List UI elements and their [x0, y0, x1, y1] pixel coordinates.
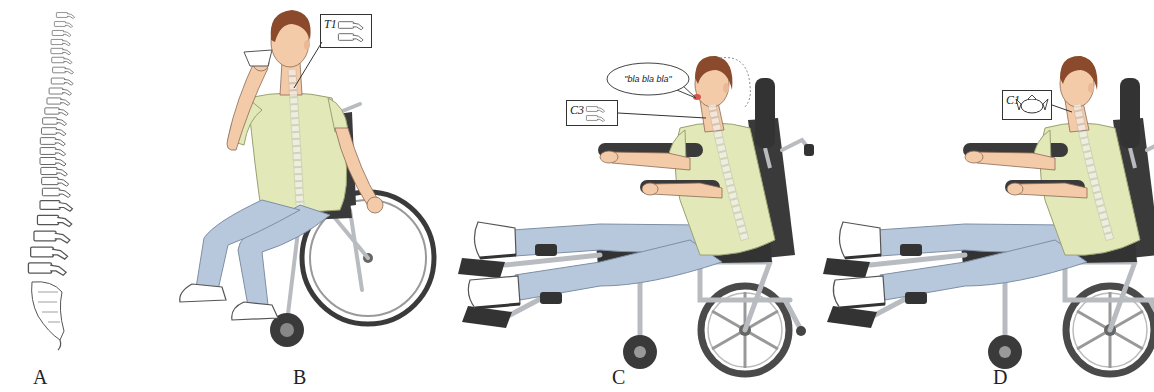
- vertebra: [40, 201, 73, 212]
- leader-line: [1052, 105, 1072, 112]
- vertebra-icon: [338, 34, 363, 42]
- callout-label: T1: [324, 17, 337, 32]
- callout-label: C1: [1006, 93, 1020, 108]
- vertebra: [42, 188, 70, 197]
- atlas-icon: [1021, 99, 1043, 113]
- vertebra: [42, 177, 69, 186]
- spine-overlay: [292, 70, 300, 205]
- wheelchair-user-c1: [823, 56, 1154, 374]
- vertebra: [51, 78, 73, 85]
- caster-hub: [280, 323, 294, 337]
- vertebra: [40, 138, 65, 146]
- sacrum-lines: [38, 292, 60, 322]
- callout-box: C3: [566, 100, 618, 126]
- vertebra: [34, 231, 70, 243]
- arm: [227, 58, 268, 150]
- sleeve: [328, 98, 348, 132]
- leader-line: [294, 42, 322, 88]
- vertebra: [54, 22, 72, 28]
- motion-outline: [720, 58, 750, 108]
- callout-box: T1: [320, 14, 372, 48]
- coccyx: [58, 340, 61, 350]
- vertebra: [43, 118, 67, 126]
- vertebra: [52, 57, 72, 64]
- vertebra: [41, 128, 65, 136]
- vertebra: [40, 158, 66, 167]
- vertebra: [53, 67, 74, 74]
- vertebra: [41, 167, 68, 176]
- hair: [271, 10, 311, 42]
- vertebra: [31, 247, 68, 259]
- leader-line: [618, 113, 706, 118]
- wheelchair-user-t1: [180, 10, 434, 347]
- vertebra-icon: [338, 22, 363, 30]
- cup: [244, 50, 272, 66]
- panel-letter: C: [612, 366, 625, 389]
- vertebra: [56, 13, 74, 19]
- vertebra: [52, 30, 71, 36]
- panel-letter: D: [993, 366, 1007, 389]
- vertebra: [49, 88, 71, 95]
- vertebra: [45, 108, 68, 116]
- vertebra-icon: [586, 107, 604, 113]
- shoe: [180, 284, 226, 302]
- panel-letter: A: [33, 366, 47, 389]
- push-handle: [340, 104, 360, 112]
- vertebra: [51, 48, 71, 54]
- ear: [304, 40, 310, 50]
- jeans-leg: [196, 200, 300, 290]
- vertebra: [47, 98, 70, 105]
- sacrum: [32, 282, 64, 340]
- vertebra-icon: [586, 116, 604, 122]
- vertebra: [28, 263, 66, 275]
- atlas-wings: [1016, 95, 1048, 110]
- arm: [335, 128, 378, 206]
- hand: [367, 197, 383, 213]
- speech-text: "bla bla bla": [624, 74, 671, 84]
- vertebra: [40, 148, 65, 156]
- spine-column: [28, 13, 74, 350]
- callout-box: C1: [1002, 90, 1052, 120]
- speech-bubble: "bla bla bla": [606, 62, 690, 96]
- callout-label: C3: [570, 103, 584, 118]
- vertebra: [37, 215, 71, 226]
- shoe: [232, 302, 278, 320]
- panel-letter: B: [293, 366, 306, 389]
- vertebra: [51, 39, 70, 45]
- bubble-ellipse: [607, 63, 689, 95]
- wheelchair-user-c3: [458, 56, 814, 374]
- spine-overlay: [292, 70, 300, 205]
